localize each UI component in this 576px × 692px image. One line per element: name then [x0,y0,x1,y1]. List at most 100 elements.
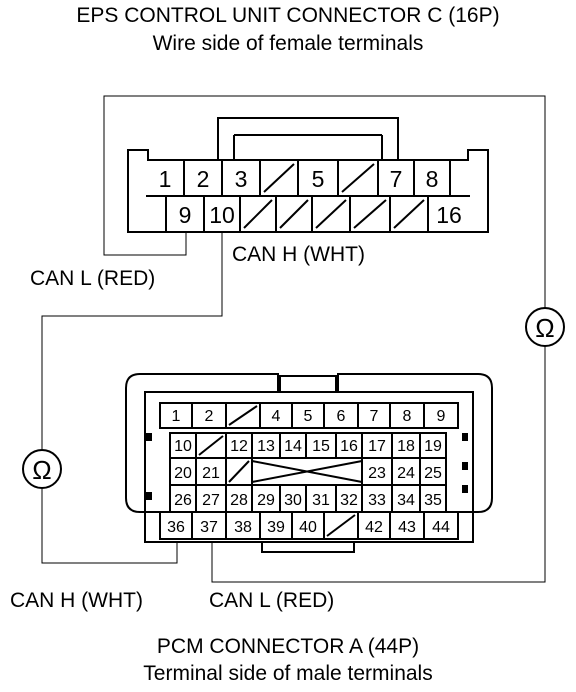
pcm-terminal-number: 9 [437,408,446,425]
pcm-connector-title: PCM CONNECTOR A (44P) [156,635,420,658]
eps-connector-title: EPS CONTROL UNIT CONNECTOR C (16P) [76,4,500,27]
eps-connector-subtitle: Wire side of female terminals [152,32,424,55]
pcm-terminal-36: 36 [167,519,185,536]
ohmmeter-left: Ω [22,449,62,489]
pcm-cell-blank [228,460,250,483]
pcm-terminal-17: 17 [368,438,386,455]
pcm-terminal-number: 25 [424,465,442,482]
pcm-terminal-42: 42 [365,519,383,536]
pcm-terminal-27: 27 [202,492,220,509]
pcm-terminal-number: 40 [299,519,317,536]
pcm-terminal-33: 33 [368,492,386,509]
pcm-terminal-15: 15 [312,438,330,455]
ohm-symbol-left: Ω [32,455,51,485]
pcm-terminal-20: 20 [174,465,192,482]
pcm-terminal-number: 31 [312,492,330,509]
eps-cell-blank [393,199,425,229]
eps-cell-blank [353,199,387,229]
eps-cell-blank [341,163,375,193]
eps-terminal-3: 3 [235,166,248,192]
pcm-terminal-number: 6 [337,408,346,425]
pcm-terminal-12: 12 [230,438,248,455]
pcm-terminal-29: 29 [257,492,275,509]
test-wires [41,95,546,583]
pcm-terminal-number: 23 [368,465,386,482]
eps-terminal-number: 3 [235,166,248,192]
eps-terminal-number: 2 [197,166,210,192]
pcm-terminal-16: 16 [340,438,358,455]
pcm-terminal-number: 24 [397,465,415,482]
pcm-terminal-1: 1 [172,408,181,425]
pcm-connector-subtitle: Terminal side of male terminals [143,662,433,685]
pcm-terminal-number: 20 [174,465,192,482]
pcm-cell-blank [198,435,224,456]
pcm-terminal-18: 18 [397,438,415,455]
pcm-terminal-number: 33 [368,492,386,509]
pcm-terminal-13: 13 [257,438,275,455]
pcm-cell-blank [228,405,258,426]
pcm-terminal-number: 29 [257,492,275,509]
pcm-terminal-43: 43 [398,519,416,536]
eps-can-h-label: CAN H (WHT) [232,243,365,266]
pcm-terminal-number: 27 [202,492,220,509]
pcm-terminal-39: 39 [267,519,285,536]
pcm-terminal-25: 25 [424,465,442,482]
pcm-can-h-label: CAN H (WHT) [10,589,143,612]
eps-terminal-8: 8 [426,166,439,192]
pcm-terminal-6: 6 [337,408,346,425]
pcm-terminal-number: 14 [284,438,302,455]
pcm-terminal-38: 38 [234,519,252,536]
eps-cell-blank [315,199,347,229]
pcm-terminal-number: 15 [312,438,330,455]
pcm-terminal-number: 8 [403,408,412,425]
eps-terminal-number: 8 [426,166,439,192]
eps-terminal-5: 5 [312,166,325,192]
pcm-terminal-14: 14 [284,438,302,455]
eps-cell-blank [263,163,295,193]
pcm-terminal-number: 10 [174,438,192,455]
eps-terminal-9: 9 [179,202,192,228]
pcm-terminal-number: 2 [205,408,214,425]
pcm-terminal-number: 19 [424,438,442,455]
pcm-terminal-number: 4 [272,408,281,425]
pcm-terminal-4: 4 [272,408,281,425]
eps-terminal-number: 9 [179,202,192,228]
eps-can-l-label: CAN L (RED) [30,267,156,290]
eps-cell-blank [243,199,273,229]
ohmmeter-right: Ω [525,307,565,347]
pcm-terminal-31: 31 [312,492,330,509]
pcm-terminal-number: 35 [424,492,442,509]
pcm-terminal-number: 44 [432,519,450,536]
eps-terminal-7: 7 [390,166,403,192]
pcm-terminal-number: 12 [230,438,248,455]
pcm-terminal-number: 21 [202,465,220,482]
pcm-terminal-number: 7 [370,408,379,425]
pcm-terminal-number: 13 [257,438,275,455]
eps-terminal-16: 16 [436,202,462,228]
pcm-terminal-34: 34 [397,492,415,509]
pcm-cell-blank [326,514,356,537]
pcm-terminal-10: 10 [174,438,192,455]
pcm-terminal-8: 8 [403,408,412,425]
pcm-terminal-number: 36 [167,519,185,536]
ohm-symbol-right: Ω [535,313,554,343]
pcm-terminal-number: 32 [340,492,358,509]
pcm-terminal-9: 9 [437,408,446,425]
pcm-terminal-30: 30 [284,492,302,509]
pcm-can-l-label: CAN L (RED) [209,589,335,612]
pcm-terminal-number: 43 [398,519,416,536]
pcm-terminal-19: 19 [424,438,442,455]
pcm-terminal-28: 28 [230,492,248,509]
pcm-terminal-23: 23 [368,465,386,482]
pcm-terminal-44: 44 [432,519,450,536]
eps-terminal-number: 7 [390,166,403,192]
pcm-terminal-number: 34 [397,492,415,509]
pcm-terminal-number: 16 [340,438,358,455]
pcm-terminal-32: 32 [340,492,358,509]
pcm-terminal-5: 5 [304,408,313,425]
eps-terminal-2: 2 [197,166,210,192]
pcm-terminal-40: 40 [299,519,317,536]
pcm-terminal-24: 24 [397,465,415,482]
